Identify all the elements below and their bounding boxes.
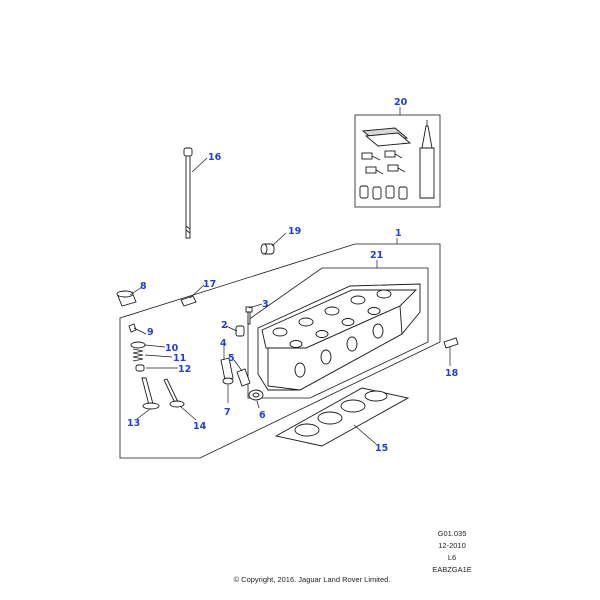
spark-plug-tube	[220, 357, 234, 385]
tappet	[116, 290, 137, 307]
callout-21: 21	[370, 250, 383, 261]
valve-guide	[235, 325, 245, 337]
figure-code: G01.035	[438, 529, 467, 538]
sealant-tube-icon	[419, 120, 435, 199]
callout-15: 15	[375, 443, 388, 454]
callout-18: 18	[445, 368, 459, 379]
callout-19: 19	[288, 226, 301, 237]
dowel-right	[443, 337, 459, 349]
assembly-boundary	[119, 243, 441, 459]
dowel	[180, 295, 197, 307]
cam-bearing-bores	[272, 289, 392, 348]
reference-block: G01.035 12-2010 L6 EABZGA1E © Copyright,…	[234, 529, 472, 584]
head-gasket	[274, 387, 410, 447]
callout-8: 8	[140, 281, 147, 292]
callout-2: 2	[221, 320, 228, 331]
callout-11: 11	[173, 353, 186, 364]
callout-14: 14	[193, 421, 207, 432]
callout-7: 7	[224, 407, 231, 418]
spring-retainer	[130, 341, 146, 349]
callout-6: 6	[259, 410, 266, 421]
port-openings	[294, 323, 384, 378]
valve-seat	[236, 368, 251, 387]
callout-9: 9	[147, 327, 154, 338]
callout-10: 10	[165, 343, 179, 354]
callout-13: 13	[127, 418, 140, 429]
valve-stem-seal	[135, 364, 145, 372]
small-bolt	[245, 306, 253, 325]
callout-3: 3	[262, 299, 269, 310]
callout-4: 4	[220, 338, 227, 349]
callout-17: 17	[203, 279, 216, 290]
reference-code: EABZGA1E	[432, 565, 472, 574]
cylinder-head	[257, 283, 421, 391]
copyright: © Copyright, 2016. Jaguar Land Rover Lim…	[234, 575, 391, 584]
valve-inlet	[141, 377, 160, 410]
callout-5: 5	[228, 353, 235, 364]
gasket-kit-contents	[359, 120, 435, 200]
callout-20: 20	[394, 97, 408, 108]
callout-12: 12	[178, 364, 191, 375]
valve-collets	[128, 323, 137, 333]
o-ring	[248, 389, 264, 401]
kit-seals	[359, 185, 408, 200]
valve-exhaust	[163, 378, 185, 408]
callout-1: 1	[395, 228, 402, 239]
valve-spring	[132, 348, 144, 362]
plug	[260, 243, 275, 255]
cylinder-head-boundary	[247, 267, 429, 399]
callout-numbers: 1 2 3 4 5 6 7 8 9 10 11 12 13 14 15 16 1…	[127, 97, 459, 454]
gasket-kit-box	[354, 114, 441, 208]
model-code: L6	[448, 553, 456, 562]
leader-lines	[129, 107, 451, 445]
head-bolt	[183, 147, 193, 239]
figure-date: 12-2010	[438, 541, 466, 550]
callout-16: 16	[208, 152, 222, 163]
kit-bolts	[361, 150, 406, 175]
